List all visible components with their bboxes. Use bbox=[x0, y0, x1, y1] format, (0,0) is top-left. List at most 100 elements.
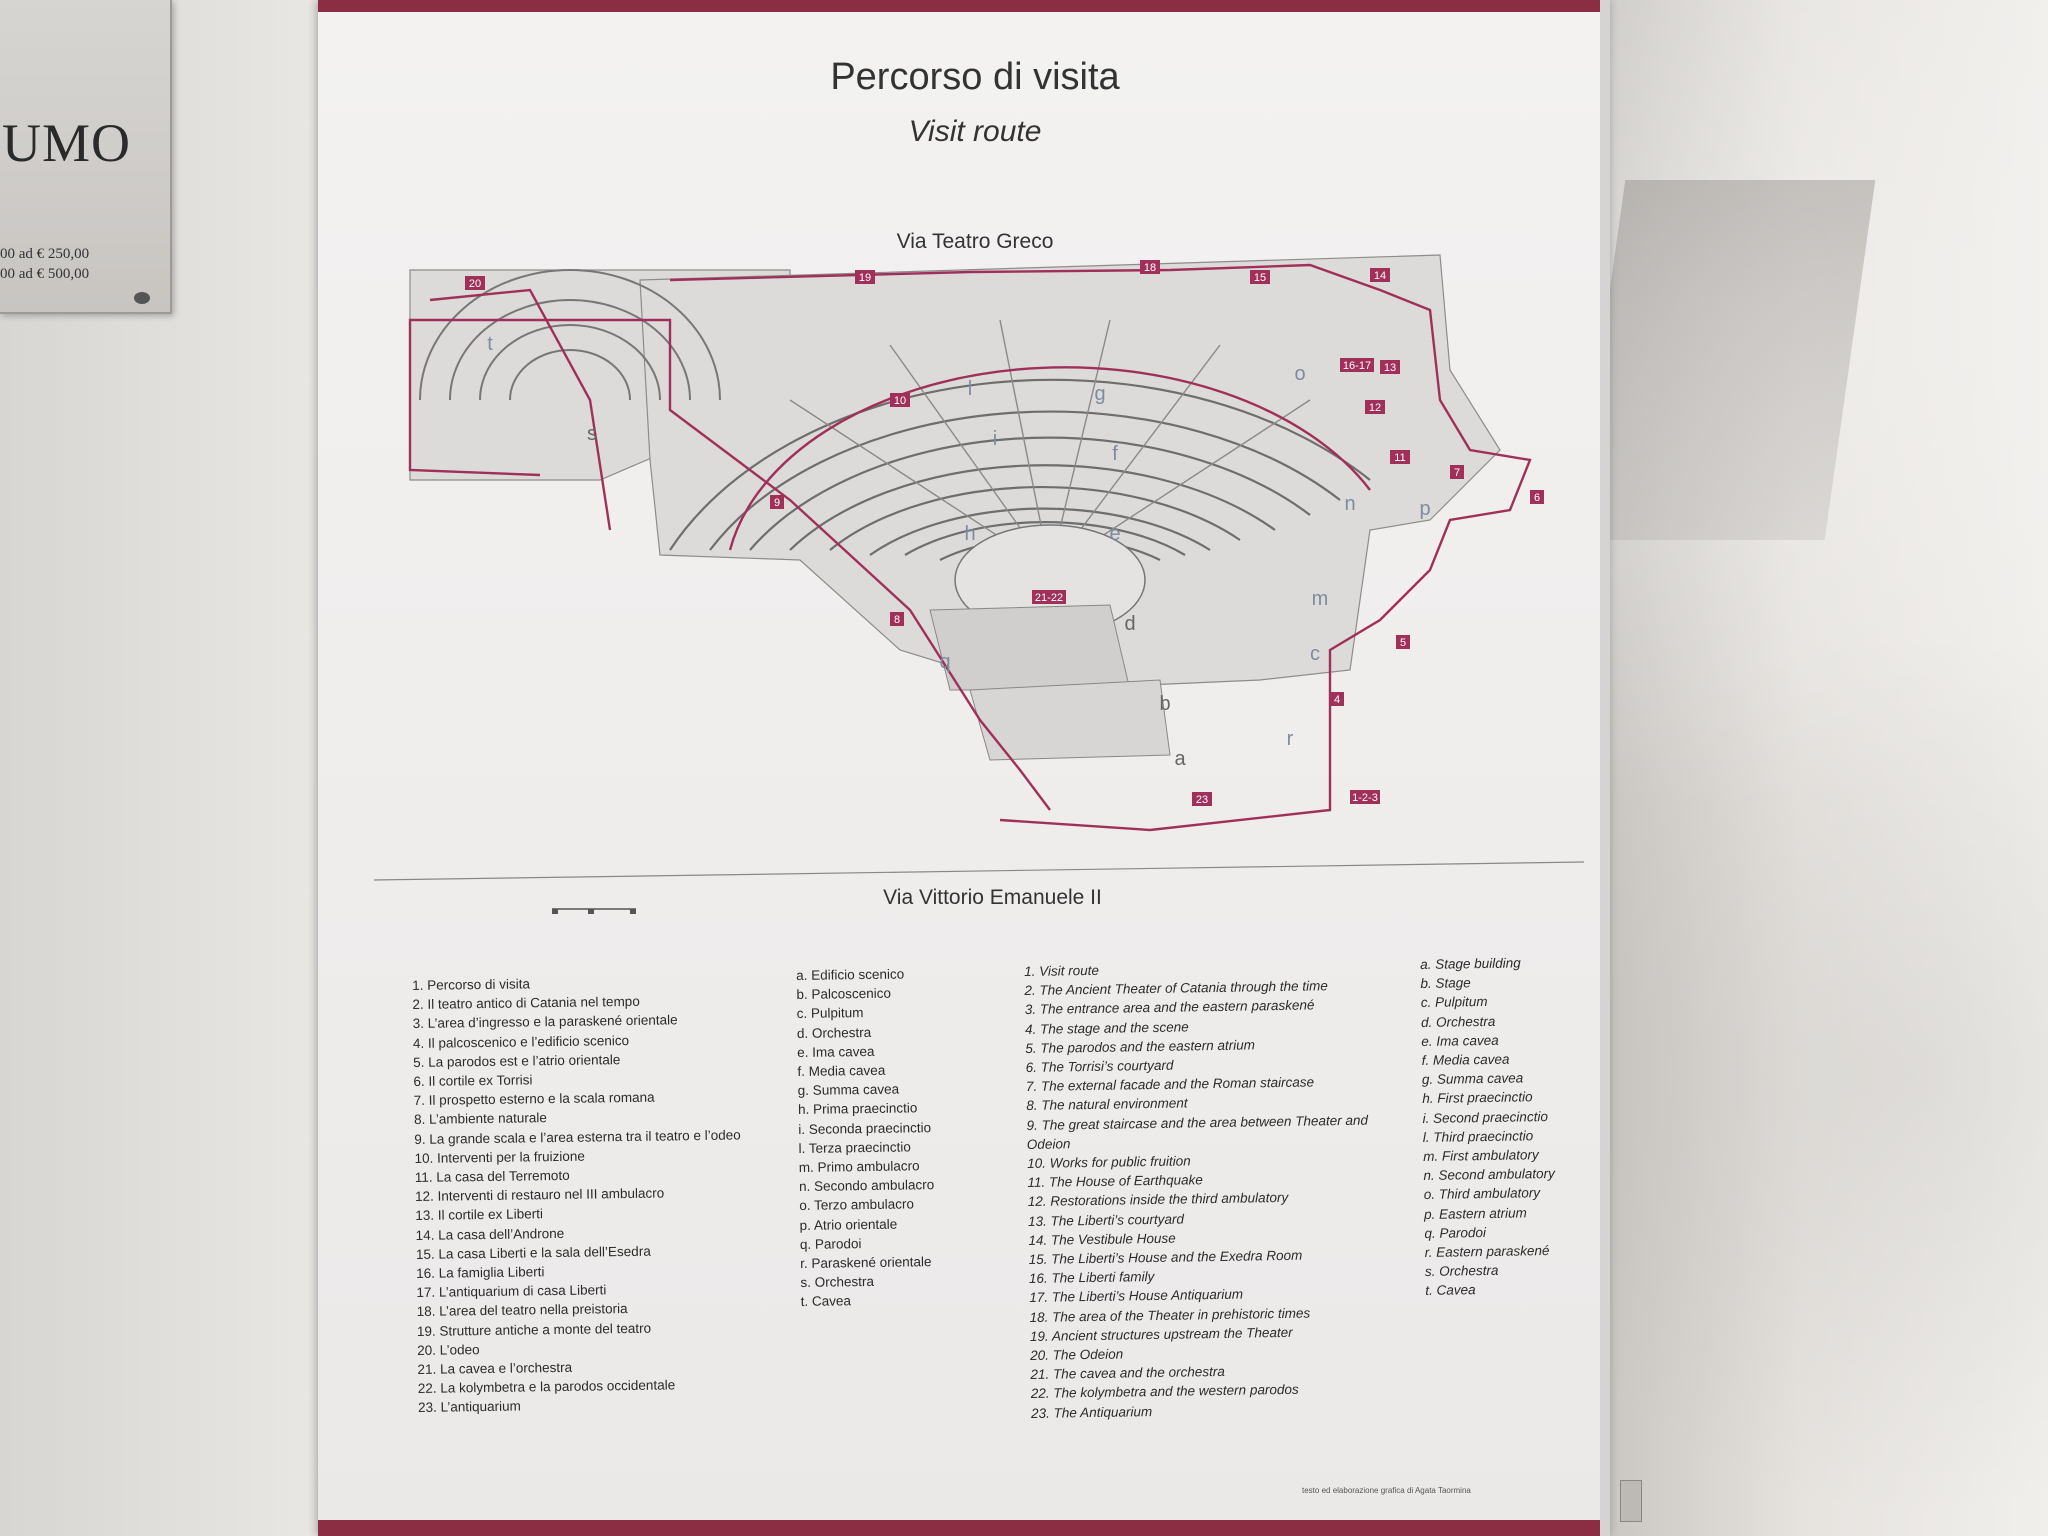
svg-text:14: 14 bbox=[1374, 270, 1386, 282]
legend-item: b. Palcoscenico bbox=[796, 985, 892, 1003]
legend-english-numbers: 1. Visit route 2. The Ancient Theater of… bbox=[1024, 956, 1391, 1422]
legend-item: h. Prima praecinctio bbox=[797, 1100, 918, 1118]
panel-edge bbox=[1600, 0, 1610, 1536]
legend-item: o. Terzo ambulacro bbox=[799, 1196, 915, 1214]
area-letter: t bbox=[487, 333, 493, 355]
legend-item: d. Orchestra bbox=[1420, 1013, 1496, 1030]
area-letter: a bbox=[1174, 748, 1186, 770]
legend-item: q. Parodoi bbox=[1424, 1224, 1487, 1241]
svg-text:10: 10 bbox=[894, 395, 906, 407]
legend-item: s. Orchestra bbox=[800, 1274, 875, 1291]
route-stop-badge: 1-2-3 bbox=[1350, 790, 1380, 804]
legend-item: i. Seconda praecinctio bbox=[798, 1119, 932, 1137]
legend-item: g. Summa cavea bbox=[1421, 1070, 1524, 1088]
route-stop-badge: 23 bbox=[1192, 792, 1212, 806]
legend-item: i. Second praecinctio bbox=[1422, 1108, 1548, 1126]
route-stop-badge: 9 bbox=[770, 495, 784, 509]
legend-item: d. Orchestra bbox=[796, 1024, 872, 1041]
wall-right bbox=[1600, 0, 2048, 1536]
legend-item: l. Terza praecinctio bbox=[798, 1139, 911, 1156]
svg-text:4: 4 bbox=[1334, 694, 1340, 706]
area-letter: c bbox=[1310, 643, 1320, 665]
legend-item: p. Eastern atrium bbox=[1423, 1204, 1527, 1222]
svg-text:1-2-3: 1-2-3 bbox=[1352, 792, 1378, 804]
legend-item: r. Eastern paraskené bbox=[1424, 1243, 1550, 1261]
route-stop-badge: 5 bbox=[1396, 635, 1410, 649]
legend-italian-letters: a. Edificio scenico b. Palcoscenico c. P… bbox=[796, 964, 936, 1312]
legend-item: a. Edificio scenico bbox=[796, 966, 905, 983]
route-stop-badge: 16-17 bbox=[1340, 358, 1374, 372]
area-letter: d bbox=[1124, 613, 1135, 635]
area-letter: b bbox=[1159, 693, 1170, 715]
svg-text:9: 9 bbox=[774, 497, 780, 509]
odeon-cavea bbox=[419, 269, 721, 401]
street-divider-line bbox=[374, 861, 1584, 881]
route-stop-badge: 7 bbox=[1450, 465, 1464, 479]
route-stop-badge: 13 bbox=[1380, 360, 1400, 374]
svg-text:5: 5 bbox=[1400, 637, 1406, 649]
route-stop-badge: 6 bbox=[1530, 490, 1544, 504]
route-stop-badge: 10 bbox=[890, 393, 910, 407]
route-stop-badge: 20 bbox=[465, 276, 485, 290]
legend-item: c. Pulpitum bbox=[1420, 994, 1488, 1011]
area-letter: f bbox=[1112, 443, 1118, 465]
route-stop-badge: 14 bbox=[1370, 268, 1390, 282]
legend-item: t. Cavea bbox=[800, 1293, 852, 1310]
svg-text:20: 20 bbox=[469, 278, 481, 290]
route-stop-badge: 12 bbox=[1365, 400, 1385, 414]
plaque-line: 00 ad € 500,00 bbox=[0, 266, 90, 282]
legend-item: a. Stage building bbox=[1420, 955, 1521, 972]
credit-text: testo ed elaborazione grafica di Agata T… bbox=[1302, 1486, 1471, 1495]
legend-item: b. Stage bbox=[1420, 975, 1471, 992]
legend-item: e. Ima cavea bbox=[797, 1043, 875, 1060]
area-letter: n bbox=[1344, 493, 1355, 515]
area-letter: r bbox=[1287, 728, 1294, 750]
svg-text:19: 19 bbox=[859, 272, 871, 284]
area-letter: l bbox=[968, 378, 972, 400]
theater-outline bbox=[639, 254, 1501, 691]
legend-item: s. Orchestra bbox=[1424, 1263, 1499, 1280]
stage-building bbox=[969, 679, 1171, 761]
legend-italian-numbers: 1. Percorso di visita 2. Il teatro antic… bbox=[412, 971, 745, 1417]
legend-item: q. Parodoi bbox=[799, 1235, 862, 1252]
theater-site-map: 20 19 18 15 14 16-17 13 12 11 7 6 9 10 8… bbox=[408, 254, 1544, 832]
area-letter: s bbox=[587, 423, 597, 445]
street-label-bottom: Via Vittorio Emanuele II bbox=[883, 886, 1102, 909]
route-stop-badge: 11 bbox=[1390, 450, 1410, 464]
legend-item: n. Secondo ambulacro bbox=[798, 1177, 935, 1195]
panel-subtitle: Visit route bbox=[908, 115, 1042, 148]
route-stop-badge: 15 bbox=[1250, 270, 1270, 284]
plaque-title: UMO bbox=[2, 113, 132, 173]
legend-item: p. Atrio orientale bbox=[799, 1216, 898, 1233]
legend-item: g. Summa cavea bbox=[797, 1081, 900, 1099]
route-stop-badge: 18 bbox=[1140, 260, 1160, 274]
panel-top-border bbox=[318, 0, 1608, 12]
route-stop-badge: 4 bbox=[1330, 692, 1344, 706]
legend-item: r. Paraskené orientale bbox=[800, 1254, 932, 1272]
route-stop-badge: 19 bbox=[855, 270, 875, 284]
svg-text:6: 6 bbox=[1534, 492, 1540, 504]
svg-text:15: 15 bbox=[1254, 272, 1266, 284]
legend-item: n. Second ambulatory bbox=[1423, 1166, 1555, 1184]
svg-text:23: 23 bbox=[1196, 794, 1208, 806]
svg-text:13: 13 bbox=[1384, 362, 1396, 374]
svg-text:11: 11 bbox=[1394, 452, 1405, 464]
legend-item: f. Media cavea bbox=[1421, 1051, 1510, 1069]
screw-icon bbox=[134, 292, 150, 304]
area-letter: g bbox=[1094, 383, 1105, 405]
area-letter: q bbox=[939, 651, 950, 673]
area-letter: h bbox=[964, 523, 975, 545]
route-stop-badge: 21-22 bbox=[1032, 590, 1066, 604]
area-letter: m bbox=[1312, 588, 1329, 610]
legend-english-letters: a. Stage building b. Stage c. Pulpitum d… bbox=[1420, 953, 1557, 1301]
theater-cavea-outer bbox=[669, 378, 1371, 551]
area-letter: i bbox=[993, 428, 997, 450]
legend-item: 9. The great staircase and the area betw… bbox=[1026, 1112, 1369, 1152]
legend-item: l. Third praecinctio bbox=[1422, 1128, 1534, 1145]
legend-item: c. Pulpitum bbox=[796, 1005, 864, 1022]
area-letter: e bbox=[1109, 523, 1120, 545]
legend-item: o. Third ambulatory bbox=[1423, 1185, 1541, 1203]
svg-text:8: 8 bbox=[894, 614, 900, 626]
legend-item: m. Primo ambulacro bbox=[798, 1158, 920, 1176]
area-letter: o bbox=[1294, 363, 1305, 385]
